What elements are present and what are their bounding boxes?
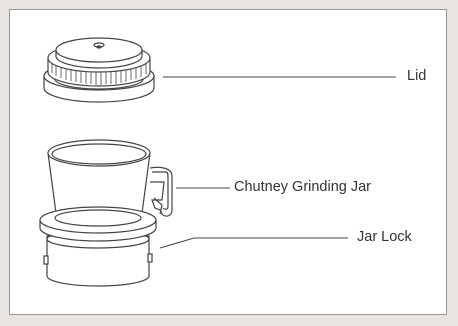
jar-label: Chutney Grinding Jar	[234, 179, 372, 195]
lock-leader	[159, 237, 348, 249]
jar-illustration	[39, 139, 173, 287]
leader-lines	[159, 76, 396, 249]
lid-illustration	[43, 37, 155, 103]
lid-label: Lid	[407, 68, 427, 84]
jar-lock-label: Jar Lock	[357, 229, 412, 245]
